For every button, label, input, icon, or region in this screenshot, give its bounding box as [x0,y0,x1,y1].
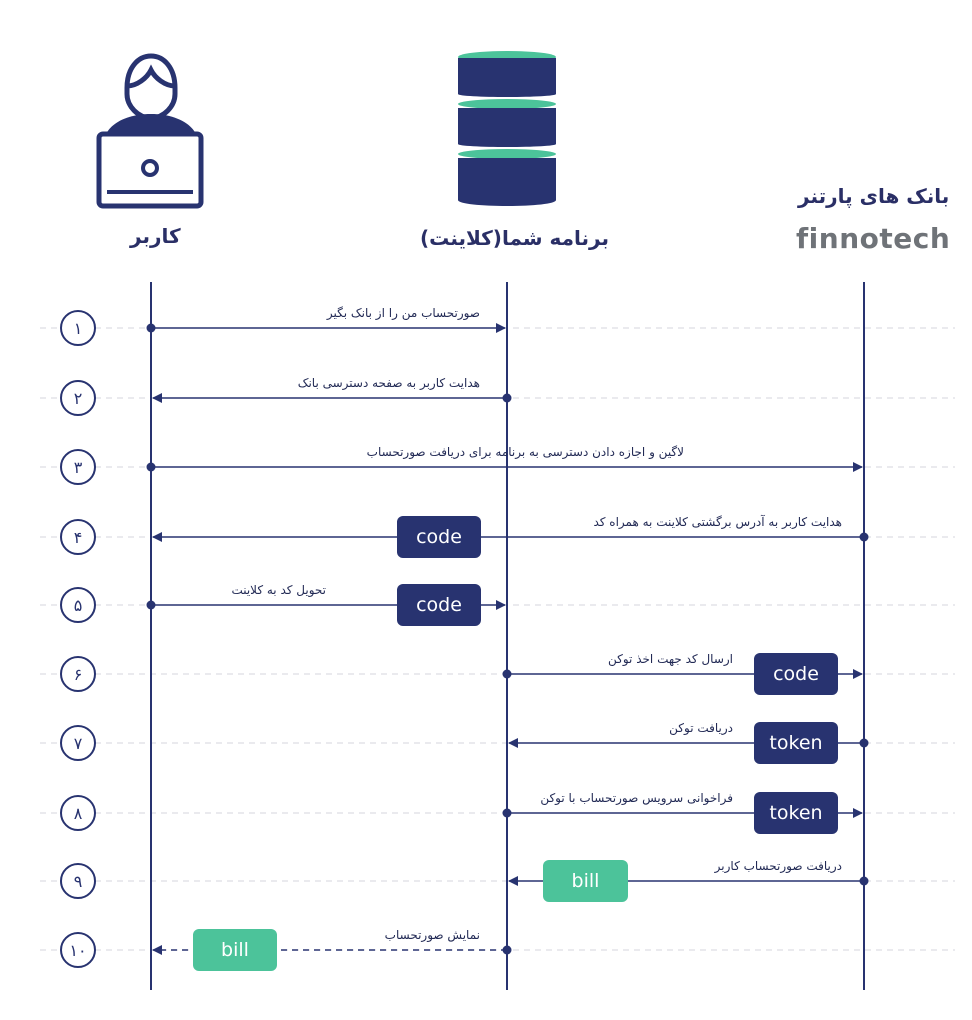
message-origin-dot [502,808,512,818]
actor-client-label: برنامه شما(کلاینت) [420,226,609,250]
message-label: صورتحساب من را از بانک بگیر [326,306,480,320]
step-number: ۴ [60,519,96,555]
step-number: ۹ [60,863,96,899]
message-label: ارسال کد جهت اخذ توکن [608,652,733,666]
step-number: ۱۰ [60,932,96,968]
message-label: تحویل کد به کلاینت [231,583,326,597]
code-pill: code [397,516,481,558]
message-origin-dot [146,600,156,610]
message-origin-dot [859,876,869,886]
database-server-icon [458,51,556,206]
step-number: ۲ [60,380,96,416]
code-pill: code [754,653,838,695]
step-number: ۳ [60,449,96,485]
message-origin-dot [502,945,512,955]
step-number: ۸ [60,795,96,831]
message-origin-dot [146,462,156,472]
message-label: هدایت کاربر به صفحه دسترسی بانک [297,376,480,390]
message-label: دریافت توکن [669,721,733,735]
code-pill: code [397,584,481,626]
message-label: لاگین و اجازه دادن دسترسی به برنامه برای… [366,445,684,459]
message-origin-dot [502,669,512,679]
step-number: ۶ [60,656,96,692]
actor-bank-label: بانک های پارتنر [798,184,950,208]
message-origin-dot [502,393,512,403]
brand-logo: finnotech [796,222,951,255]
message-label: نمایش صورتحساب [384,928,480,942]
bill-pill: bill [193,929,277,971]
bill-pill: bill [543,860,628,902]
token-pill: token [754,792,838,834]
message-label: هدایت کاربر به آدرس برگشتی کلاینت به همر… [593,515,842,529]
message-label: دریافت صورتحساب کاربر [714,859,842,873]
message-label: فراخوانی سرویس صورتحساب با توکن [540,791,733,805]
message-origin-dot [859,532,869,542]
step-number: ۱ [60,310,96,346]
user-laptop-icon [96,53,204,209]
message-origin-dot [146,323,156,333]
actor-user-label: کاربر [130,224,181,248]
token-pill: token [754,722,838,764]
step-number: ۵ [60,587,96,623]
step-number: ۷ [60,725,96,761]
message-origin-dot [859,738,869,748]
